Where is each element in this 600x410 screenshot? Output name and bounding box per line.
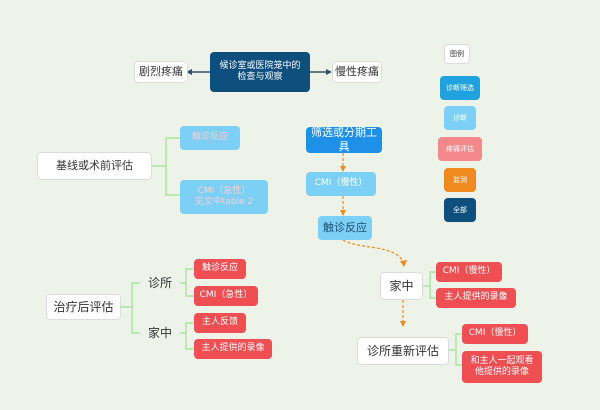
legend-title: 图例 — [444, 44, 470, 64]
home-right-branch-lines — [423, 271, 436, 299]
baseline-cmi-node: CMI（急性） 见文中table 2 — [180, 180, 268, 214]
clinic-cmi-node: CMI（急性） — [194, 286, 258, 306]
severe-pain-node: 剧烈疼痛 — [134, 61, 188, 83]
home-cmi-node: CMI（慢性） — [436, 262, 502, 282]
reeval-branch-lines — [449, 333, 462, 366]
clinic-tactile-node: 触诊反应 — [194, 259, 246, 279]
clinic-reeval-node: 诊所重新评估 — [357, 337, 449, 365]
arrow-to-severe-pain — [186, 69, 210, 75]
chronic-pain-node: 慢性疼痛 — [332, 61, 382, 83]
owner-video-right-node: 主人提供的录像 — [436, 288, 516, 308]
clinic-branch-lines — [180, 268, 194, 297]
post-eval-branch-lines — [121, 282, 140, 334]
reeval-cmi-node: CMI（慢性） — [462, 324, 528, 344]
baseline-branch-lines — [152, 137, 180, 196]
legend-item-pain-eval: 疼痛评估 — [438, 137, 482, 161]
clinic-node: 诊所 — [147, 275, 172, 290]
tactile-to-home-arrow — [342, 239, 404, 263]
watch-video-node: 和主人一起观看 他提供的录像 — [462, 351, 542, 383]
legend-item-monitor: 监测 — [444, 168, 476, 192]
home-right-node: 家中 — [380, 272, 423, 300]
home-left-node: 家中 — [147, 325, 172, 340]
baseline-tactile-node: 触诊反应 — [180, 126, 240, 150]
legend-item-screening: 诊断筛选 — [440, 76, 480, 100]
arrow-to-chronic-pain — [310, 69, 332, 75]
screening-tool-node: 筛选或分期工具 — [306, 126, 382, 153]
legend-item-diagnosis: 诊断 — [444, 106, 476, 130]
legend-item-all: 全部 — [444, 198, 476, 222]
waiting-room-exam-node: 候诊室或医院笼中的 检查与观察 — [210, 52, 310, 92]
owner-feedback-node: 主人反馈 — [194, 313, 246, 333]
owner-video-left-node: 主人提供的录像 — [194, 339, 272, 359]
home-left-branch-lines — [180, 322, 194, 350]
tactile-reaction-node: 触诊反应 — [318, 216, 372, 240]
baseline-eval-node: 基线或术前评估 — [37, 152, 152, 180]
cmi-chronic-node: CMI（慢性） — [306, 172, 376, 196]
post-treatment-eval-node: 治疗后评估 — [46, 294, 121, 320]
